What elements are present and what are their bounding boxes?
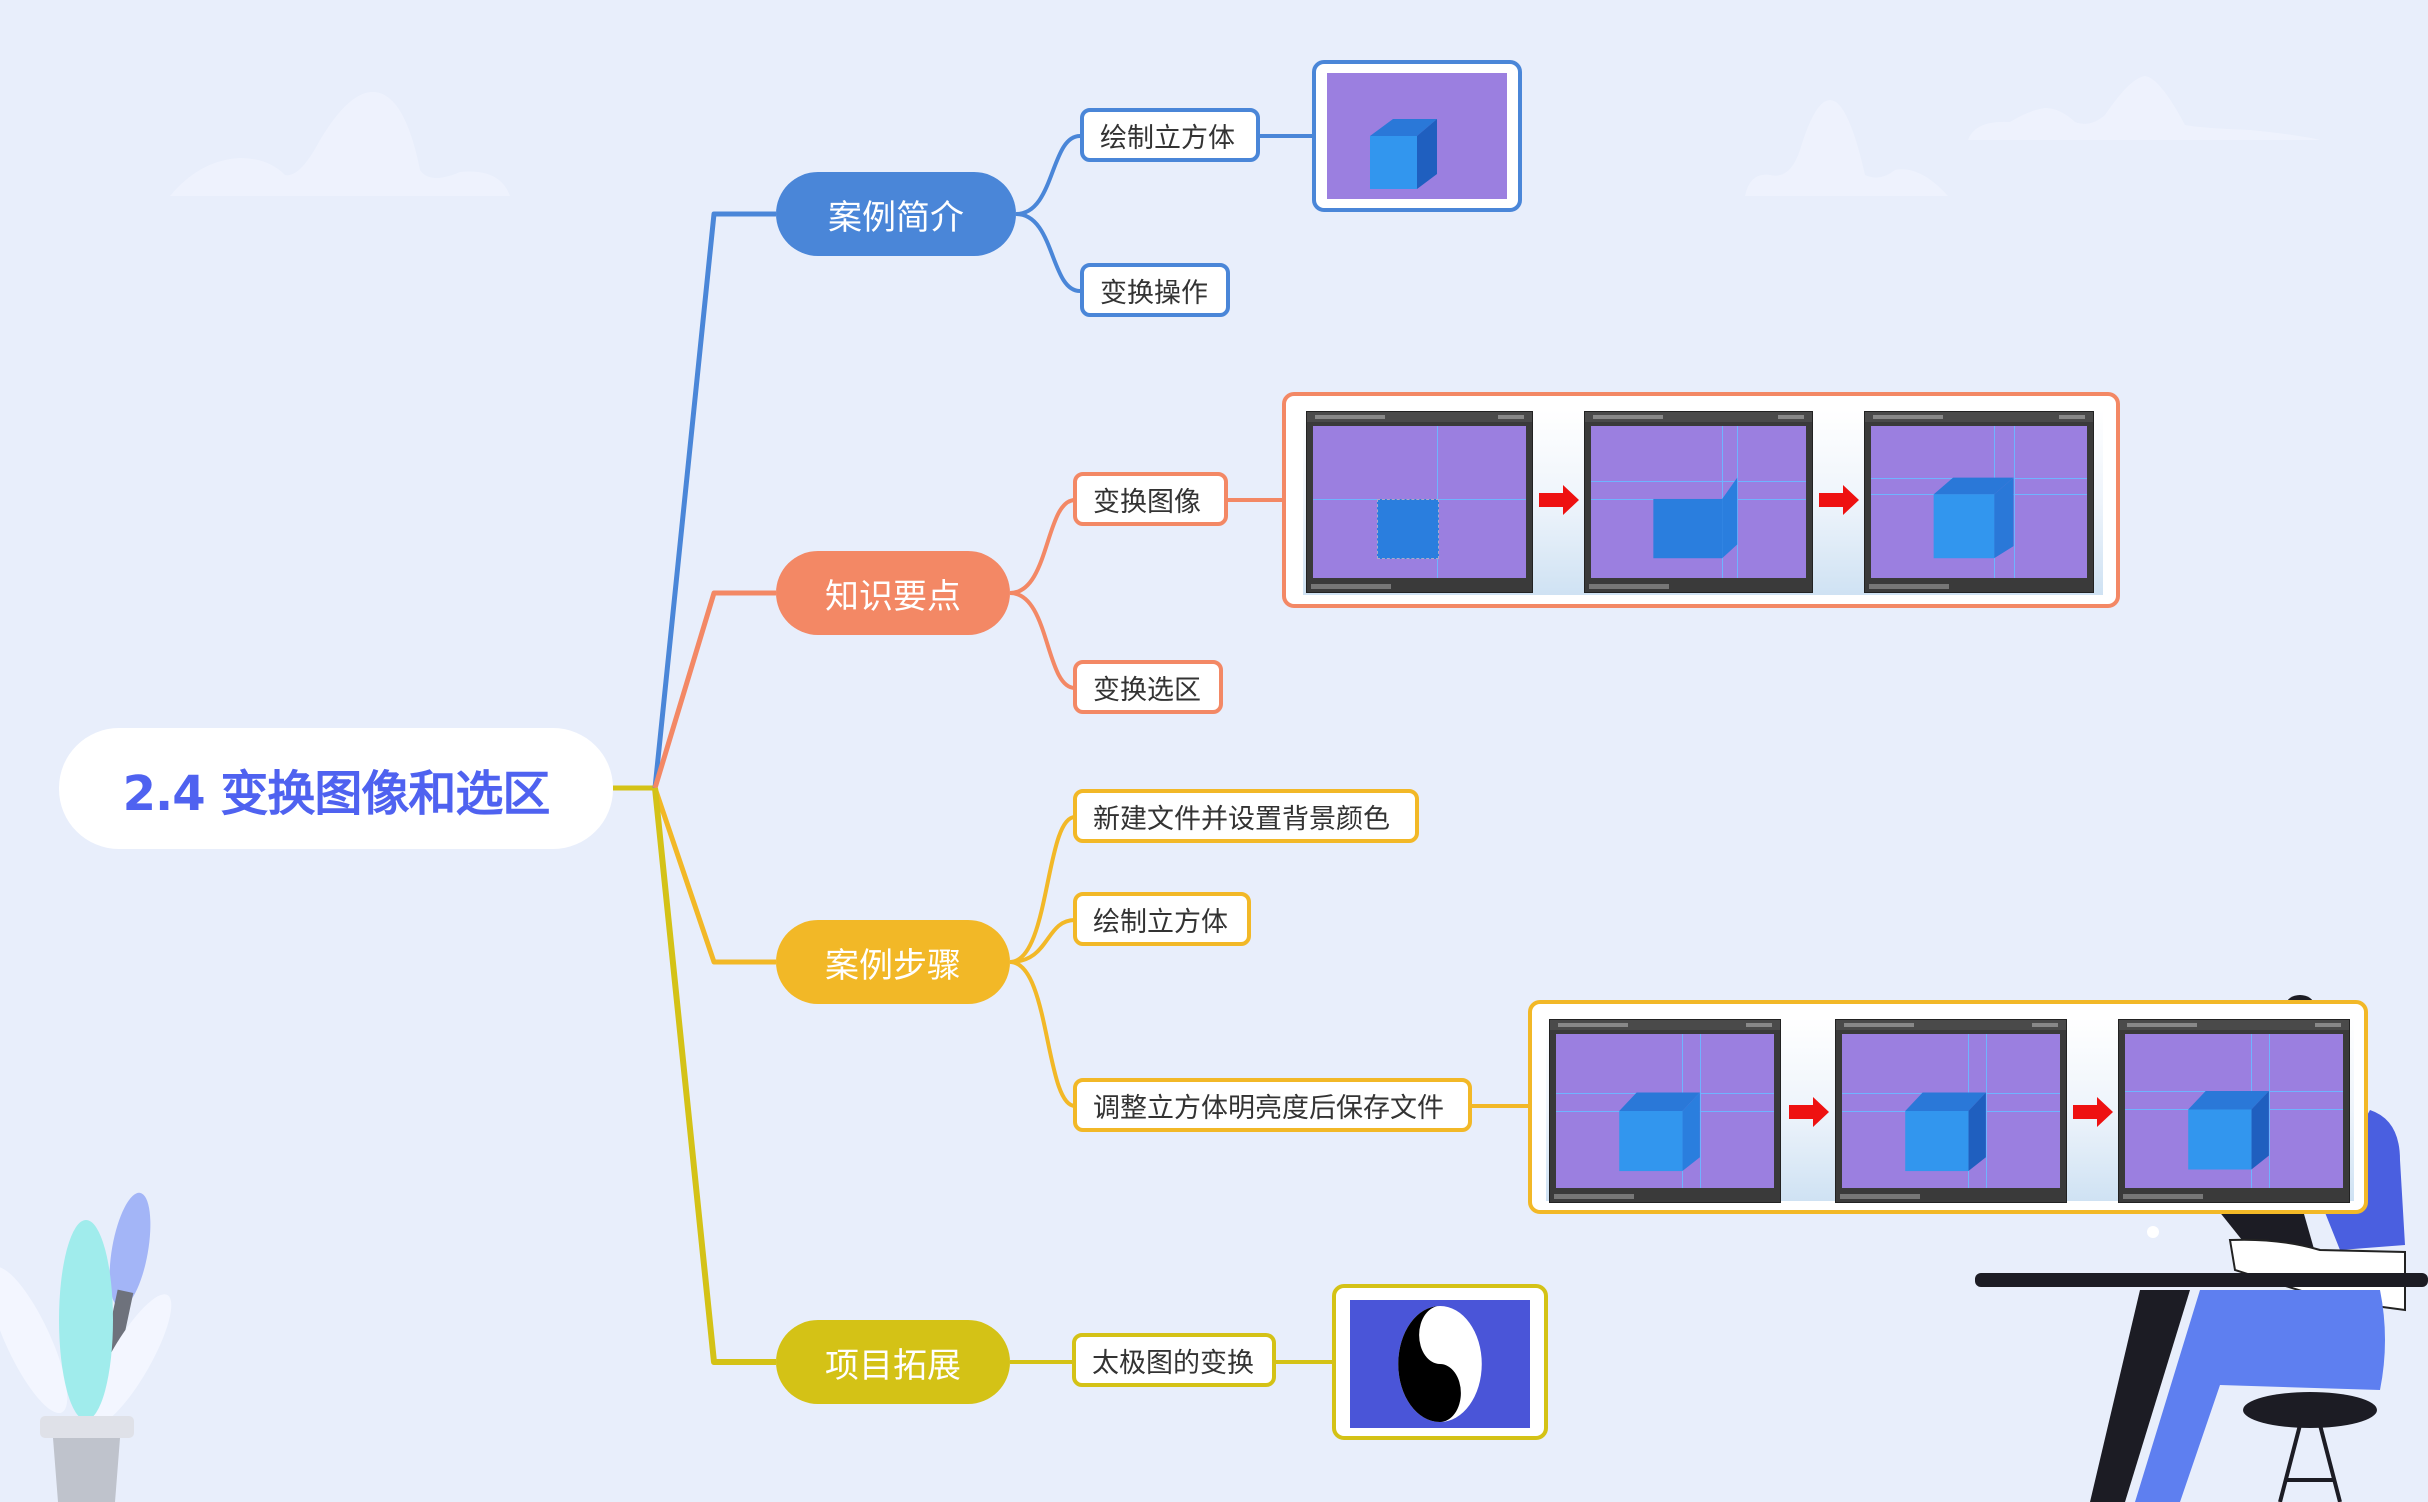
connector-line: [1009, 498, 1076, 595]
brightness-sequence-image[interactable]: [1528, 1000, 2368, 1214]
leaf-label: 变换选区: [1093, 674, 1201, 706]
connector-line: [1009, 815, 1076, 964]
cloud-icon: [1745, 100, 1948, 196]
leaf-label: 太极图的变换: [1092, 1347, 1254, 1379]
connector-line: [1015, 134, 1081, 216]
connector-line: [652, 787, 776, 965]
leaf-label: 绘制立方体: [1100, 122, 1235, 154]
leaf-label: 绘制立方体: [1093, 906, 1228, 938]
branch-label: 知识要点: [825, 576, 961, 617]
branch-case-steps[interactable]: 案例步骤: [776, 920, 1010, 1004]
branch-case-intro[interactable]: 案例简介: [776, 172, 1016, 256]
branch-key-points[interactable]: 知识要点: [776, 551, 1010, 635]
leaf-draw-cube-step[interactable]: 绘制立方体: [1073, 892, 1251, 946]
cloud-icon: [1968, 76, 2320, 140]
leaf-label: 变换操作: [1100, 277, 1208, 309]
leaf-adjust-brightness[interactable]: 调整立方体明亮度后保存文件: [1073, 1078, 1472, 1132]
branch-project-extension[interactable]: 项目拓展: [776, 1320, 1010, 1404]
leaf-label: 新建文件并设置背景颜色: [1093, 803, 1390, 835]
connector-line: [1009, 918, 1076, 964]
branch-label: 案例步骤: [825, 945, 961, 986]
branch-label: 案例简介: [828, 197, 964, 238]
connector-line: [652, 590, 776, 789]
screenshot-window: [1864, 411, 2094, 593]
connector-line: [652, 211, 776, 789]
transform-sequence-image[interactable]: [1282, 392, 2120, 608]
leaf-label: 变换图像: [1093, 486, 1201, 518]
branch-label: 项目拓展: [825, 1345, 961, 1386]
root-title: 2.4 变换图像和选区: [122, 765, 551, 822]
connector-line: [1009, 960, 1076, 1108]
connector-line: [652, 787, 776, 1365]
screenshot-window: [2118, 1019, 2350, 1203]
arrow-right-icon: [1789, 1097, 1829, 1127]
leaf-transform-image[interactable]: 变换图像: [1073, 472, 1228, 526]
screenshot-window: [1584, 411, 1813, 593]
cube-preview-image[interactable]: [1312, 60, 1522, 212]
arrow-right-icon: [1819, 485, 1859, 515]
leaf-new-file-bg[interactable]: 新建文件并设置背景颜色: [1073, 789, 1419, 843]
root-node[interactable]: 2.4 变换图像和选区: [59, 728, 613, 849]
screenshot-window: [1835, 1019, 2067, 1203]
leaf-draw-cube[interactable]: 绘制立方体: [1080, 108, 1260, 162]
plant-illustration: [0, 1192, 172, 1502]
screenshot-window: [1549, 1019, 1781, 1203]
screenshot-window: [1306, 411, 1533, 593]
leaf-label: 调整立方体明亮度后保存文件: [1093, 1092, 1444, 1124]
leaf-yinyang-transform[interactable]: 太极图的变换: [1072, 1333, 1276, 1387]
leaf-transform-ops[interactable]: 变换操作: [1080, 263, 1230, 317]
yin-yang-preview-image[interactable]: [1332, 1284, 1548, 1440]
cube-icon: [1327, 73, 1507, 199]
yin-yang-icon: [1350, 1300, 1530, 1428]
leaf-transform-selection[interactable]: 变换选区: [1073, 660, 1223, 714]
arrow-right-icon: [2073, 1097, 2113, 1127]
cloud-icon: [170, 91, 510, 196]
person-illustration: [1975, 995, 2428, 1502]
connector-line: [1015, 212, 1081, 293]
connector-line: [1009, 591, 1076, 690]
arrow-right-icon: [1539, 485, 1579, 515]
